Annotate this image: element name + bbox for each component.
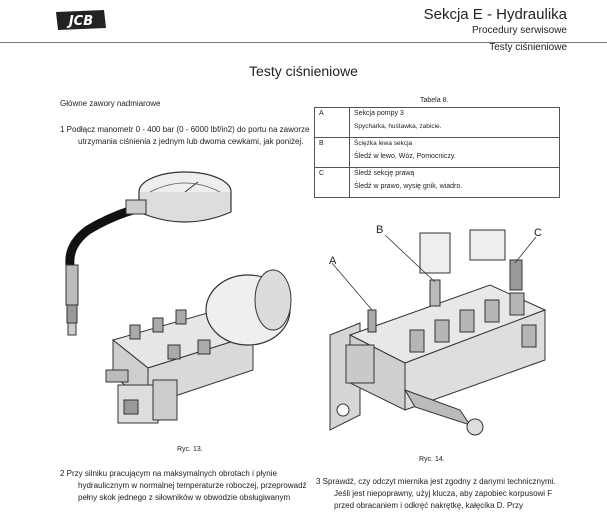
logo-text: JCB (66, 14, 93, 29)
callout-b: B (376, 224, 384, 236)
figure-13-pressure-gauge (65, 171, 292, 424)
step2-line1: 2 Przy silniku pracującym na maksymalnyc… (60, 469, 277, 478)
section-name: Testy ciśnieniowe (489, 42, 567, 53)
step2-line3: pełny skok jednego z siłowników w obwodz… (78, 493, 291, 502)
table-cell-detail: Śledź w lewo, Wóz, Pomocniczy. (354, 153, 456, 160)
figure-14-caption: Ryc. 14. (419, 456, 445, 463)
table-cell-detail: Śledź w prawo, wysię gnik, wiadro. (354, 183, 463, 190)
step1-line2: utrzymania ciśnienia z jednym lub dwoma … (78, 137, 304, 146)
table-key: B (314, 137, 350, 168)
header-divider (0, 42, 607, 43)
table-row: A Sekcja pompy 3 Spycharka, huśtawka, za… (314, 107, 560, 138)
callout-a: A (329, 255, 337, 267)
figure-14-valve-block (329, 229, 547, 436)
step3-line2: Jeśli jest niepoprawny, użyj klucza, aby… (334, 489, 553, 498)
table-row: C Śledź sekcję prawą Śledź w prawo, wysi… (314, 167, 560, 198)
step2-line2: hydraulicznym w normalnej temperaturze r… (78, 481, 307, 490)
table-row: B Ściężka lewa sekcja Śledź w lewo, Wóz,… (314, 137, 560, 168)
table-cell-detail: Spycharka, huśtawka, zabicie. (354, 123, 442, 130)
page-title: Testy ciśnieniowe (249, 63, 358, 79)
figure-13-caption: Ryc. 13. (177, 446, 203, 453)
section-title: Sekcja E - Hydraulika (423, 6, 567, 23)
step3-line1: 3 Sprawdź, czy odczyt miernika jest zgod… (316, 477, 556, 486)
table-cell-title: Sekcja pompy 3 (354, 110, 404, 117)
jcb-logo: JCB (52, 8, 108, 32)
step3-line3: przed obracaniem i odkręć nakrętkę, kałę… (334, 501, 523, 510)
section-subtitle: Procedury serwisowe (471, 25, 567, 36)
callout-c: C (534, 227, 542, 239)
table-key: C (314, 167, 350, 198)
left-heading: Główne zawory nadmiarowe (60, 99, 161, 108)
pump-sections-table: A Sekcja pompy 3 Spycharka, huśtawka, za… (314, 107, 560, 198)
table-key: A (314, 107, 350, 138)
step1-line1: 1 Podłącz manometr 0 - 400 bar (0 - 6000… (60, 125, 310, 134)
table-cell-title: Ściężka lewa sekcja (354, 140, 413, 147)
table-cell-title: Śledź sekcję prawą (354, 170, 415, 177)
table-caption: Tabela 8. (420, 97, 449, 104)
